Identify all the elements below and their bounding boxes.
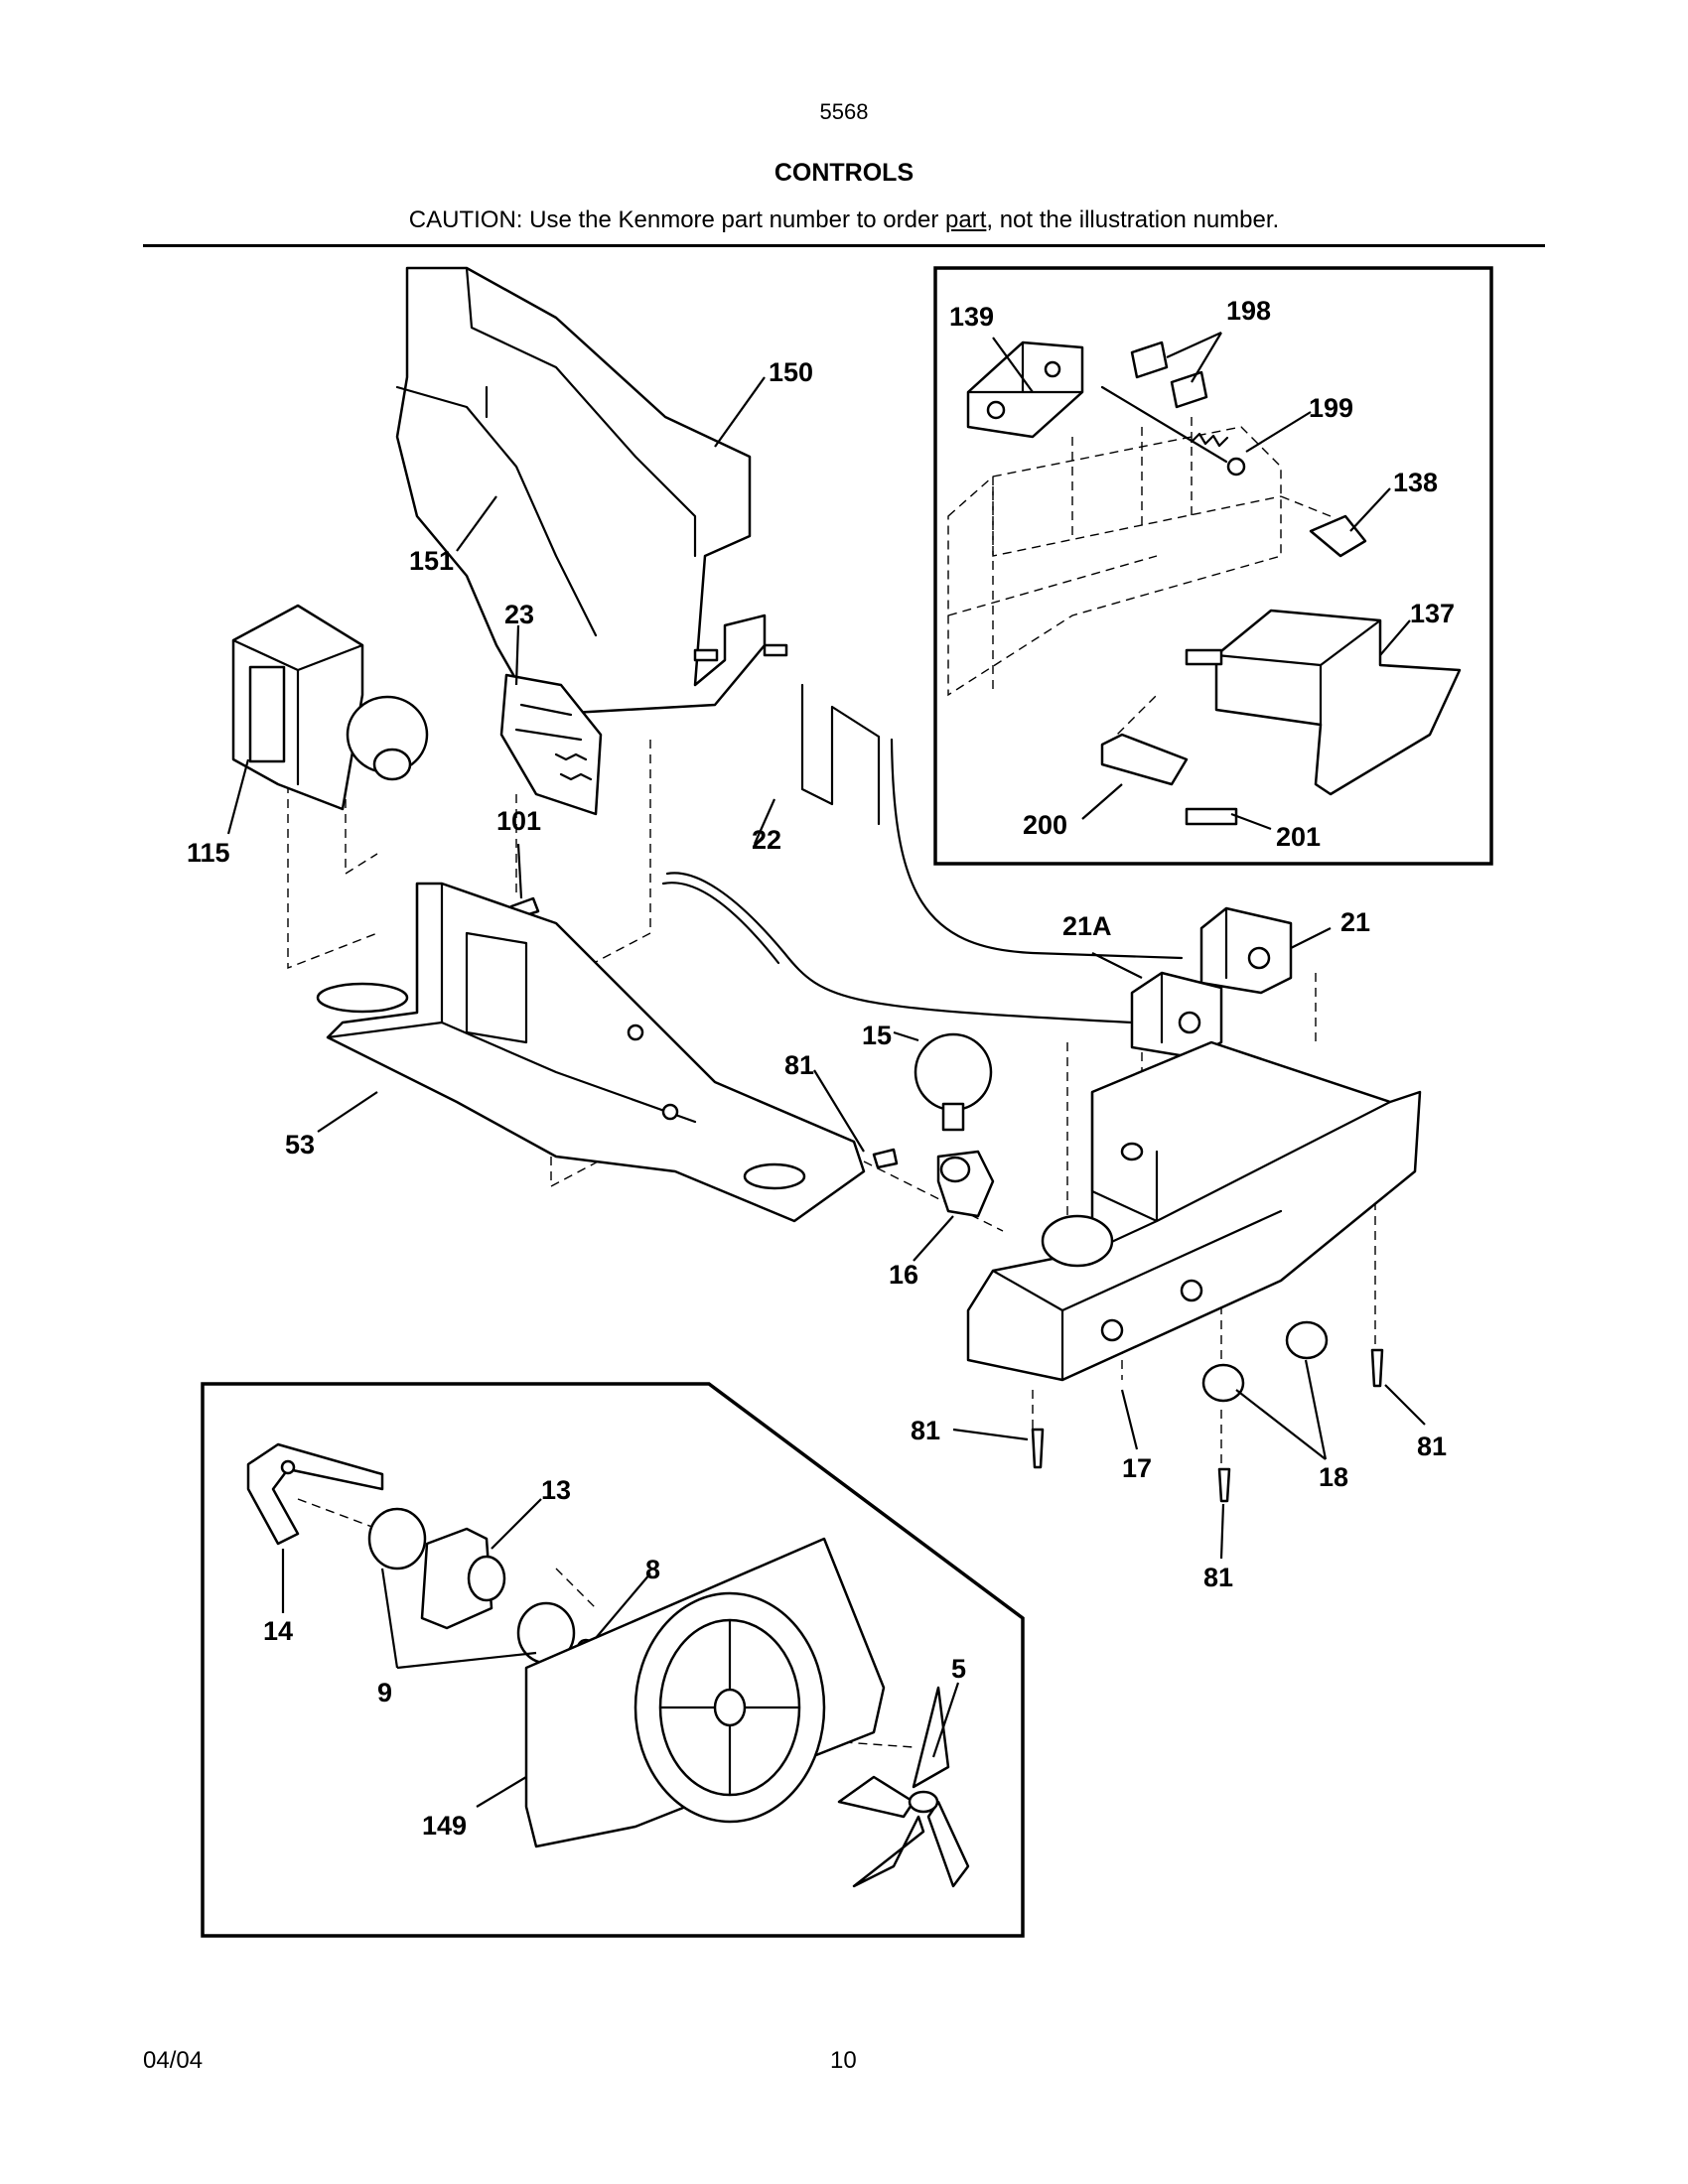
caution-note: CAUTION: Use the Kenmore part number to …: [0, 206, 1688, 234]
callout-21: 21: [1340, 907, 1370, 937]
footer-page-number: 10: [830, 2047, 857, 2074]
part-23-control-board: [499, 673, 603, 816]
part-137-paddle: [1185, 609, 1462, 796]
caution-suffix: , not the illustration number.: [986, 206, 1280, 233]
callout-5: 5: [951, 1654, 966, 1684]
part-81-screw-c: [1370, 1348, 1384, 1388]
caution-underlined-word: part: [945, 206, 987, 233]
callout-15: 15: [862, 1021, 892, 1050]
part-199-spring-rod: [1100, 385, 1246, 477]
part-16-lamp-socket: [936, 1150, 995, 1218]
footer-date: 04/04: [143, 2047, 204, 2074]
part-149-fan-shroud: [524, 1537, 886, 1848]
part-14-bracket: [246, 1442, 384, 1546]
callout-101: 101: [496, 806, 541, 836]
part-15-light-bulb: [914, 1032, 993, 1132]
callout-138: 138: [1393, 468, 1438, 497]
part-201-label: [1185, 807, 1238, 826]
part-139-actuator: [966, 341, 1084, 439]
header-rule: [143, 244, 1545, 247]
callout-14: 14: [263, 1616, 293, 1646]
callout-150: 150: [769, 357, 813, 387]
part-138-pad: [1309, 514, 1367, 558]
section-title: CONTROLS: [774, 159, 914, 187]
callout-9: 9: [377, 1678, 392, 1707]
part-21-switch: [1199, 906, 1293, 995]
part-81-screw-d: [1217, 1467, 1231, 1503]
callout-198: 198: [1226, 296, 1271, 326]
callout-81-upper: 81: [784, 1050, 814, 1080]
callout-13: 13: [541, 1475, 571, 1505]
callout-17: 17: [1122, 1453, 1152, 1483]
part-150-151-air-duct: [395, 266, 788, 717]
part-200-lever: [1100, 733, 1189, 786]
inset-box-fan: [201, 1382, 1025, 1938]
part-13-fan-motor: [420, 1527, 506, 1630]
callout-81-left: 81: [911, 1416, 940, 1445]
callout-53: 53: [285, 1130, 315, 1160]
callout-139: 139: [949, 302, 994, 332]
callout-21a: 21A: [1062, 911, 1112, 941]
callout-81-right: 81: [1417, 1432, 1447, 1461]
part-5-fan-blade: [837, 1686, 970, 1888]
part-17-control-box: [966, 1040, 1422, 1382]
callout-18: 18: [1319, 1462, 1348, 1492]
callout-151: 151: [409, 546, 454, 576]
callout-115: 115: [187, 838, 230, 868]
part-81-screw-b: [1031, 1428, 1045, 1469]
callout-149: 149: [422, 1811, 467, 1841]
leader-lines: [226, 331, 1426, 1808]
callout-137: 137: [1410, 599, 1455, 628]
dispenser-housing-outline: [947, 426, 1282, 697]
callout-22: 22: [752, 825, 781, 855]
part-18-knobs: [1201, 1320, 1329, 1403]
callout-23: 23: [504, 600, 534, 629]
part-22-sensor-tube: [661, 683, 1184, 1024]
callout-200: 200: [1023, 810, 1067, 840]
caution-prefix: CAUTION: Use the Kenmore part number to …: [408, 206, 945, 233]
callout-201: 201: [1276, 822, 1321, 852]
callouts: 139 198 199 138 137 200 201 150 151 23 1…: [187, 296, 1455, 1841]
part-81-screw-a: [872, 1148, 899, 1169]
callout-199: 199: [1309, 393, 1353, 423]
inset-box-dispenser: [933, 266, 1493, 866]
callout-16: 16: [889, 1260, 918, 1290]
part-21a-switch: [1130, 971, 1223, 1059]
part-9-grommets: [367, 1507, 576, 1665]
part-115-defrost-timer: [231, 604, 429, 811]
part-53-control-housing: [316, 882, 866, 1223]
callout-8: 8: [645, 1555, 660, 1584]
part-198-clips: [1130, 341, 1208, 409]
callout-81-bottom: 81: [1203, 1563, 1233, 1592]
model-number: 5568: [819, 99, 869, 124]
